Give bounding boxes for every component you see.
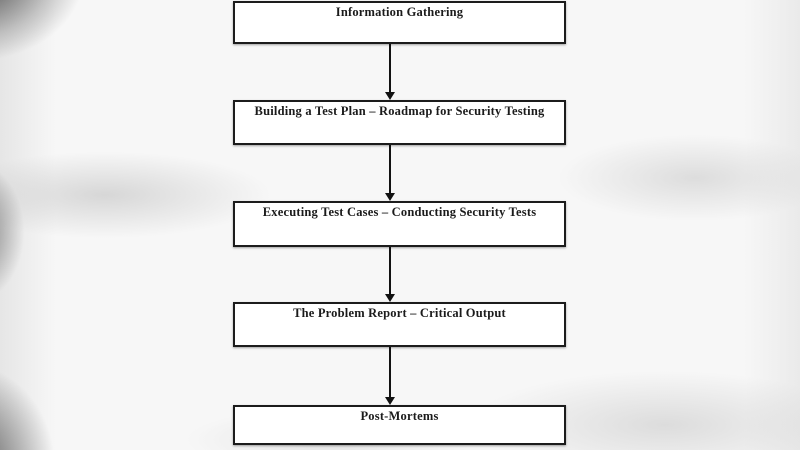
flow-step-label: The Problem Report – Critical Output <box>293 306 506 320</box>
flow-step-label: Post-Mortems <box>360 409 439 423</box>
arrow-stem <box>389 247 391 295</box>
arrow-down-icon <box>385 92 395 100</box>
flow-step-label: Building a Test Plan – Roadmap for Secur… <box>254 104 545 118</box>
flow-step-building-test-plan: Building a Test Plan – Roadmap for Secur… <box>233 100 566 145</box>
flow-step-problem-report: The Problem Report – Critical Output <box>233 302 566 347</box>
arrow-stem <box>389 44 391 93</box>
flow-step-executing-test-cases: Executing Test Cases – Conducting Securi… <box>233 201 566 247</box>
flow-step-post-mortems: Post-Mortems <box>233 405 566 445</box>
arrow-stem <box>389 347 391 398</box>
flow-step-label: Information Gathering <box>335 5 464 19</box>
flow-step-label: Executing Test Cases – Conducting Securi… <box>262 205 537 219</box>
arrow-down-icon <box>385 397 395 405</box>
flow-arrow <box>384 347 396 405</box>
flow-arrow <box>384 247 396 302</box>
flow-step-information-gathering: Information Gathering <box>233 1 566 44</box>
flow-arrow <box>384 145 396 201</box>
arrow-down-icon <box>385 294 395 302</box>
arrow-down-icon <box>385 193 395 201</box>
flow-arrow <box>384 44 396 100</box>
arrow-stem <box>389 145 391 194</box>
